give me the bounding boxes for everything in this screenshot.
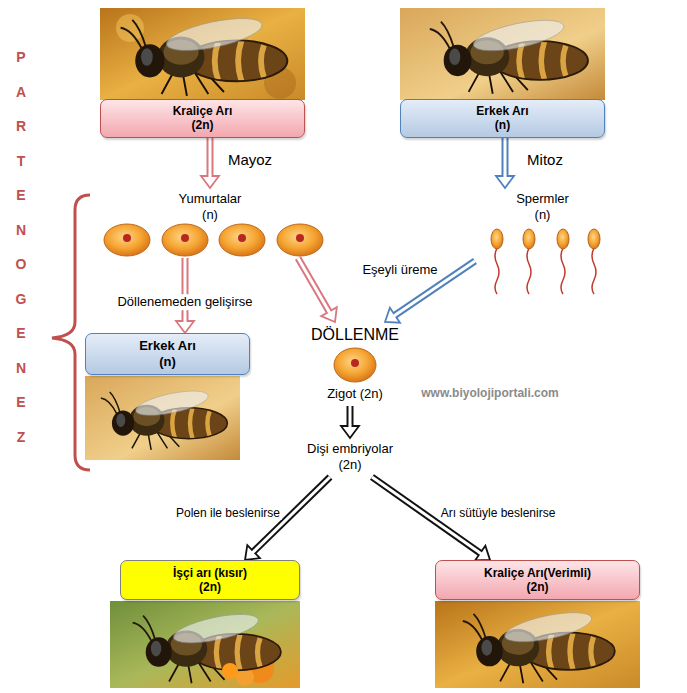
node-text: DÖLLENME xyxy=(311,325,399,344)
queen-photo xyxy=(100,8,305,100)
edge-label: Mitoz xyxy=(525,151,565,169)
edge-label: Eşeyli üreme xyxy=(360,262,439,278)
arrow xyxy=(496,138,514,189)
node-text: Spermler (n) xyxy=(507,191,578,222)
queen-photo xyxy=(435,601,640,688)
node-text: Erkek Arı (n) xyxy=(130,338,205,369)
egg-cells xyxy=(104,224,323,256)
bee-box: Kraliçe Arı (2n) xyxy=(100,99,305,138)
vertical-title: PARTENOGENEZ xyxy=(14,40,28,454)
drone-photo xyxy=(85,376,240,460)
sperm-cells xyxy=(491,229,600,294)
cell-group: Yumurtalar (n) xyxy=(95,188,325,258)
node-text: Yumurtalar (n) xyxy=(170,191,251,222)
bee-box: İşçi arı (kısır) (2n) xyxy=(120,560,300,600)
node-text: Kraliçe Arı(Verimli) (2n) xyxy=(472,566,603,595)
node-text: Zigot (2n) xyxy=(327,386,383,402)
edge-label: Polen ile beslenirse xyxy=(174,506,282,520)
watermark: www.biyolojiportali.com xyxy=(421,386,559,400)
bee-box: Erkek Arı (n) xyxy=(85,333,250,375)
node-text: Erkek Arı (n) xyxy=(468,104,537,133)
worker-photo xyxy=(110,601,300,688)
edge-label: Döllenemeden gelişirse xyxy=(115,294,254,310)
node-text: Kraliçe Arı (2n) xyxy=(161,104,244,133)
zygote-node: DÖLLENME Zigot (2n) xyxy=(290,322,420,406)
cell-group: Spermler (n) xyxy=(475,188,610,264)
edge-label: Mayoz xyxy=(226,151,274,169)
bee-box: Erkek Arı (n) xyxy=(400,99,605,138)
edge-label: Arı sütüyle beslenirse xyxy=(439,506,558,520)
arrow xyxy=(201,138,219,189)
embryo-node: Dişi embriyolar (2n) xyxy=(275,438,425,477)
arrow xyxy=(298,258,337,322)
node-text: İşçi arı (kısır) (2n) xyxy=(161,566,259,595)
bee-box: Kraliçe Arı(Verimli) (2n) xyxy=(435,560,640,600)
drone-photo xyxy=(400,8,605,100)
node-text: Dişi embriyolar (2n) xyxy=(295,441,406,472)
bracket xyxy=(52,195,90,470)
zygote-cell xyxy=(331,346,379,384)
arrow xyxy=(341,406,359,438)
